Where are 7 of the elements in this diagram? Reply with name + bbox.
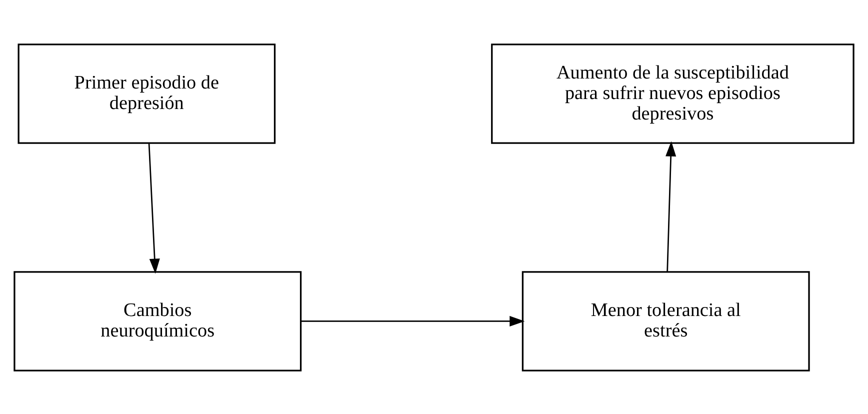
node-box: Primer episodio de depresión	[18, 43, 276, 144]
node-box: Menor tolerancia al estrés	[522, 270, 810, 371]
arrow	[148, 142, 160, 274]
arrow	[666, 140, 676, 272]
node-box: Aumento de la susceptibilidad para sufrir nuevos episodios depresivos	[491, 43, 854, 144]
node-box: Cambios neuroquímicos	[14, 270, 302, 371]
arrow	[301, 315, 525, 326]
